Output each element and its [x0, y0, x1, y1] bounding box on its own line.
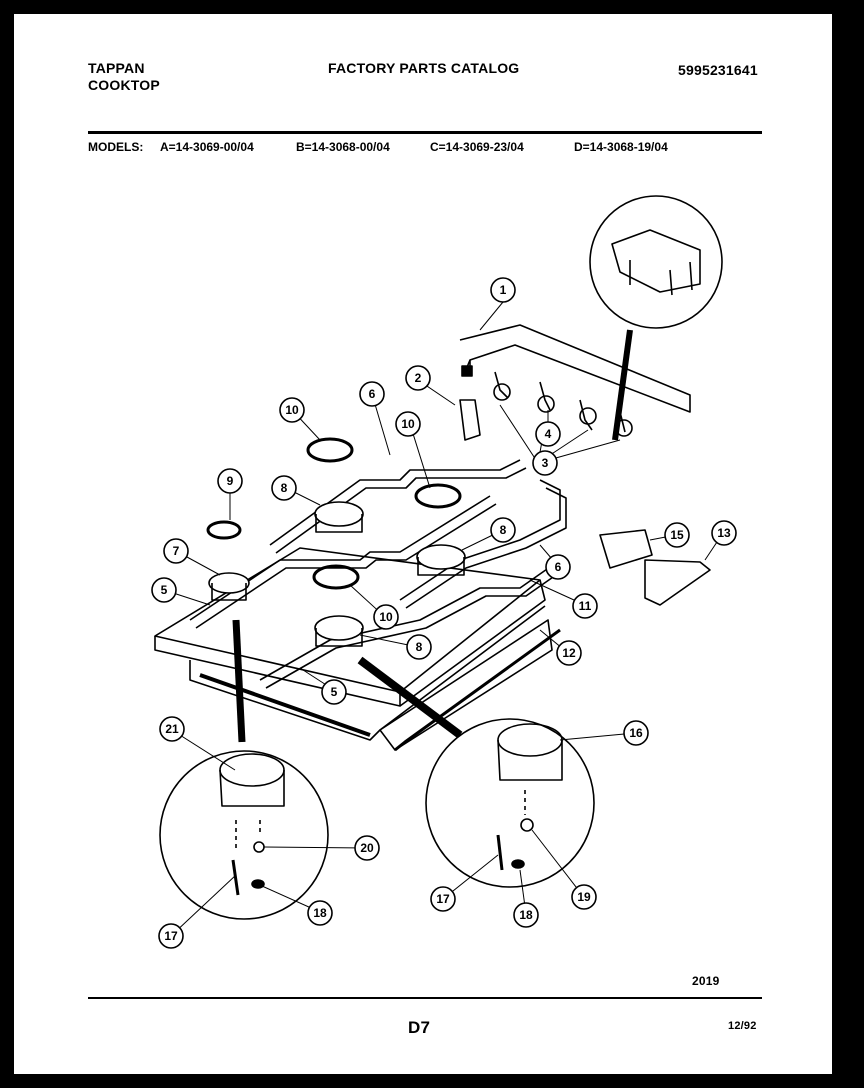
callout-19: 19 — [571, 884, 597, 910]
svg-text:10: 10 — [379, 610, 393, 624]
svg-text:15: 15 — [670, 528, 684, 542]
callout-13: 13 — [711, 520, 737, 546]
brand-name: TAPPAN — [88, 60, 145, 76]
callout-3: 3 — [532, 450, 558, 476]
svg-text:8: 8 — [416, 640, 423, 654]
svg-text:5: 5 — [161, 583, 168, 597]
svg-text:20: 20 — [360, 841, 374, 855]
callout-2: 2 — [405, 365, 431, 391]
diagram-code: 2019 — [692, 974, 720, 988]
svg-text:18: 18 — [313, 906, 327, 920]
svg-text:10: 10 — [401, 417, 415, 431]
svg-text:11: 11 — [579, 599, 592, 613]
svg-text:6: 6 — [555, 560, 562, 574]
burner-inset-left — [159, 619, 329, 920]
svg-text:4: 4 — [545, 427, 552, 441]
callout-6: 6 — [359, 381, 385, 407]
footer-divider — [88, 997, 762, 999]
callout-10: 10 — [395, 411, 421, 437]
svg-text:17: 17 — [436, 892, 450, 906]
svg-text:17: 17 — [164, 929, 178, 943]
svg-text:18: 18 — [519, 908, 533, 922]
product-type: COOKTOP — [88, 77, 160, 93]
callout-5: 5 — [321, 679, 347, 705]
page-id: D7 — [408, 1018, 431, 1037]
svg-text:10: 10 — [285, 403, 299, 417]
callout-12: 12 — [556, 640, 582, 666]
callout-5: 5 — [151, 577, 177, 603]
model-c: C=14-3069-23/04 — [430, 140, 524, 154]
svg-text:7: 7 — [173, 544, 180, 558]
callout-7: 7 — [163, 538, 189, 564]
svg-text:16: 16 — [629, 726, 643, 740]
model-a: A=14-3069-00/04 — [160, 140, 254, 154]
callout-17: 17 — [158, 923, 184, 949]
svg-text:9: 9 — [227, 474, 234, 488]
part-callouts: 1 2 3 4 5 5 6 6 7 8 8 8 9 10 10 10 11 12… — [151, 277, 737, 949]
svg-text:21: 21 — [165, 722, 179, 736]
callout-18: 18 — [513, 902, 539, 928]
burner-inset-right — [357, 656, 595, 888]
burners — [206, 437, 466, 647]
svg-text:8: 8 — [281, 481, 288, 495]
models-label: MODELS: — [88, 140, 144, 154]
svg-text:6: 6 — [369, 387, 376, 401]
svg-text:1: 1 — [500, 283, 507, 297]
header-divider — [88, 131, 762, 134]
callout-4: 4 — [535, 421, 561, 447]
svg-text:8: 8 — [500, 523, 507, 537]
callout-8: 8 — [490, 517, 516, 543]
catalog-part-number: 5995231641 — [678, 62, 758, 78]
date-code: 12/92 — [728, 1020, 757, 1032]
callout-9: 9 — [217, 468, 243, 494]
callout-10: 10 — [279, 397, 305, 423]
catalog-page: TAPPAN COOKTOP FACTORY PARTS CATALOG 599… — [14, 14, 832, 1074]
callout-20: 20 — [354, 835, 380, 861]
model-d: D=14-3068-19/04 — [574, 140, 668, 154]
gas-manifold — [459, 324, 691, 441]
model-b: B=14-3068-00/04 — [296, 140, 390, 154]
svg-text:5: 5 — [331, 685, 338, 699]
valve-inset — [589, 195, 723, 441]
callout-8: 8 — [406, 634, 432, 660]
catalog-title: FACTORY PARTS CATALOG — [328, 60, 520, 76]
svg-text:13: 13 — [717, 526, 731, 540]
svg-text:3: 3 — [542, 456, 549, 470]
ignition-switch — [599, 529, 711, 606]
svg-text:2: 2 — [415, 371, 422, 385]
svg-text:12: 12 — [562, 646, 576, 660]
callout-17: 17 — [430, 886, 456, 912]
callout-16: 16 — [623, 720, 649, 746]
callout-15: 15 — [664, 522, 690, 548]
callout-1: 1 — [490, 277, 516, 303]
callout-18: 18 — [307, 900, 333, 926]
callout-6: 6 — [545, 554, 571, 580]
callout-8: 8 — [271, 475, 297, 501]
svg-text:19: 19 — [577, 890, 591, 904]
callout-10: 10 — [373, 604, 399, 630]
callout-11: 11 — [572, 593, 598, 619]
callout-21: 21 — [159, 716, 185, 742]
